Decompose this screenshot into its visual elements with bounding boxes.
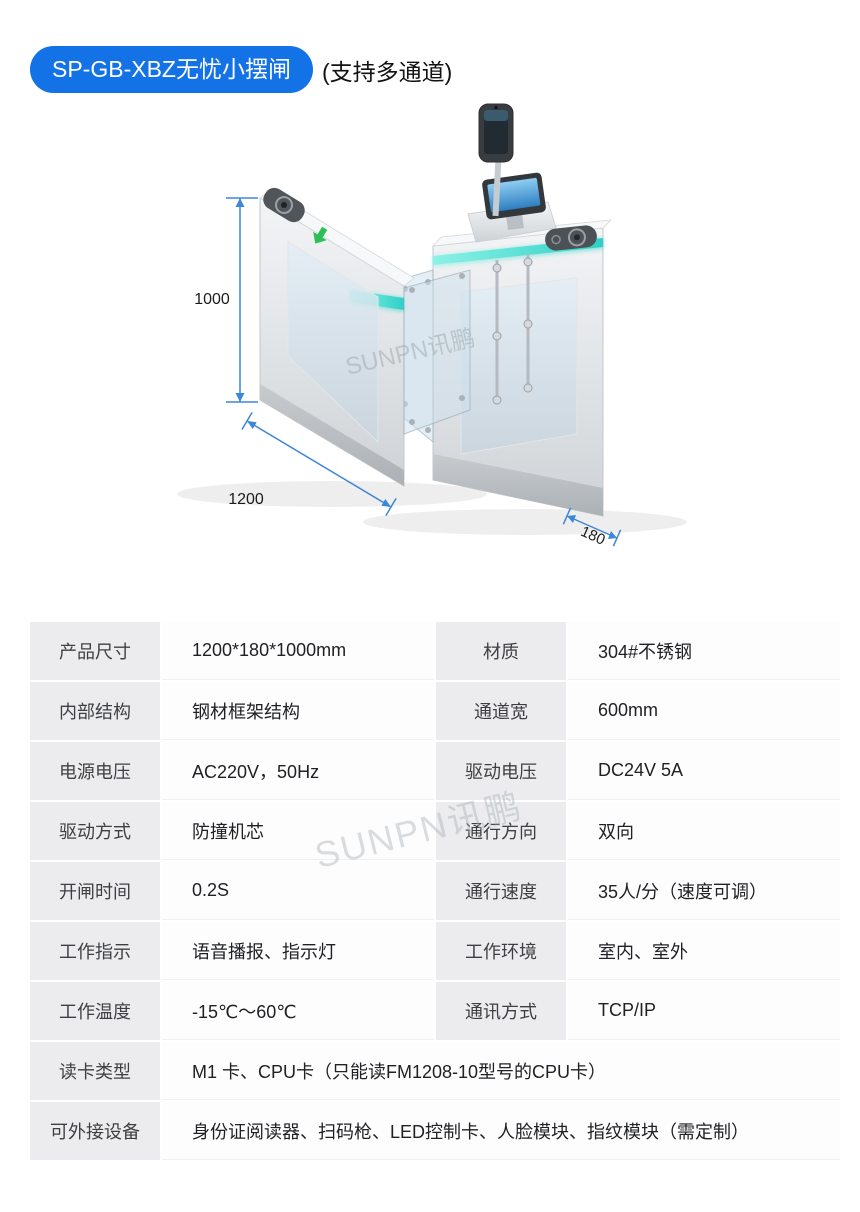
spec-value: 防撞机芯 — [162, 802, 434, 860]
product-diagram: 1000 1200 180 SUNPN讯鹏 — [0, 92, 860, 620]
spec-label: 工作环境 — [436, 922, 566, 980]
spec-label: 内部结构 — [30, 682, 160, 740]
right-pedestal-shadow — [363, 509, 687, 535]
product-subtitle: (支持多通道) — [321, 58, 453, 85]
spec-value: M1 卡、CPU卡（只能读FM1208-10型号的CPU卡） — [162, 1042, 840, 1100]
spec-value: 600mm — [568, 682, 840, 740]
spec-label: 电源电压 — [30, 742, 160, 800]
spec-value: 304#不锈钢 — [568, 622, 840, 680]
spec-label: 通行速度 — [436, 862, 566, 920]
table-row: 工作温度 -15℃～60℃ 通讯方式 TCP/IP — [30, 982, 840, 1040]
left-pedestal-shadow — [177, 481, 487, 507]
spec-label: 产品尺寸 — [30, 622, 160, 680]
swing-barrier-illustration: 1000 1200 180 SUNPN讯鹏 — [177, 103, 687, 549]
spec-value: 室内、室外 — [568, 922, 840, 980]
spec-value: AC220V，50Hz — [162, 742, 434, 800]
spec-value: 钢材框架结构 — [162, 682, 434, 740]
spec-label: 读卡类型 — [30, 1042, 160, 1100]
table-row: 读卡类型 M1 卡、CPU卡（只能读FM1208-10型号的CPU卡） — [30, 1042, 840, 1100]
spec-table: 产品尺寸 1200*180*1000mm 材质 304#不锈钢 内部结构 钢材框… — [28, 620, 842, 1162]
spec-label: 工作指示 — [30, 922, 160, 980]
table-row: 可外接设备 身份证阅读器、扫码枪、LED控制卡、人脸模块、指纹模块（需定制） — [30, 1102, 840, 1160]
spec-label: 材质 — [436, 622, 566, 680]
spec-label: 通道宽 — [436, 682, 566, 740]
page-header: SP-GB-XBZ无忧小摆闸 (支持多通道) — [30, 46, 452, 93]
table-row: 内部结构 钢材框架结构 通道宽 600mm — [30, 682, 840, 740]
left-pedestal — [259, 187, 415, 487]
card-reader-icon — [263, 187, 305, 223]
dim-width-label: 1200 — [228, 491, 264, 508]
spec-label: 驱动方式 — [30, 802, 160, 860]
face-recognition-terminal — [478, 103, 514, 217]
spec-label: 可外接设备 — [30, 1102, 160, 1160]
left-glass-window — [287, 241, 379, 444]
spec-value: 35人/分（速度可调） — [568, 862, 840, 920]
table-row: 工作指示 语音播报、指示灯 工作环境 室内、室外 — [30, 922, 840, 980]
spec-value: TCP/IP — [568, 982, 840, 1040]
table-row: 驱动方式 防撞机芯 通行方向 双向 — [30, 802, 840, 860]
spec-value: 语音播报、指示灯 — [162, 922, 434, 980]
table-row: 开闸时间 0.2S 通行速度 35人/分（速度可调） — [30, 862, 840, 920]
left-swing-panel — [403, 269, 471, 435]
spec-label: 驱动电压 — [436, 742, 566, 800]
table-row: 电源电压 AC220V，50Hz 驱动电压 DC24V 5A — [30, 742, 840, 800]
dimension-lines — [226, 197, 622, 547]
right-glass-window — [460, 277, 578, 455]
product-model-badge: SP-GB-XBZ无忧小摆闸 — [30, 46, 313, 93]
spec-label: 通行方向 — [436, 802, 566, 860]
spec-label: 通讯方式 — [436, 982, 566, 1040]
glass-support-rods — [492, 254, 533, 405]
dim-height-label: 1000 — [194, 291, 230, 308]
spec-value: DC24V 5A — [568, 742, 840, 800]
right-pedestal-base — [433, 454, 603, 516]
card-reader-icon — [545, 225, 597, 251]
spec-value: 双向 — [568, 802, 840, 860]
right-pedestal — [432, 219, 613, 517]
pass-arrow-icon — [313, 226, 328, 244]
spec-value: 1200*180*1000mm — [162, 622, 434, 680]
spec-value: 身份证阅读器、扫码枪、LED控制卡、人脸模块、指纹模块（需定制） — [162, 1102, 840, 1160]
left-pedestal-base — [260, 384, 404, 486]
spec-label: 开闸时间 — [30, 862, 160, 920]
table-row: 产品尺寸 1200*180*1000mm 材质 304#不锈钢 — [30, 622, 840, 680]
spec-label: 工作温度 — [30, 982, 160, 1040]
spec-value: -15℃～60℃ — [162, 982, 434, 1040]
spec-value: 0.2S — [162, 862, 434, 920]
